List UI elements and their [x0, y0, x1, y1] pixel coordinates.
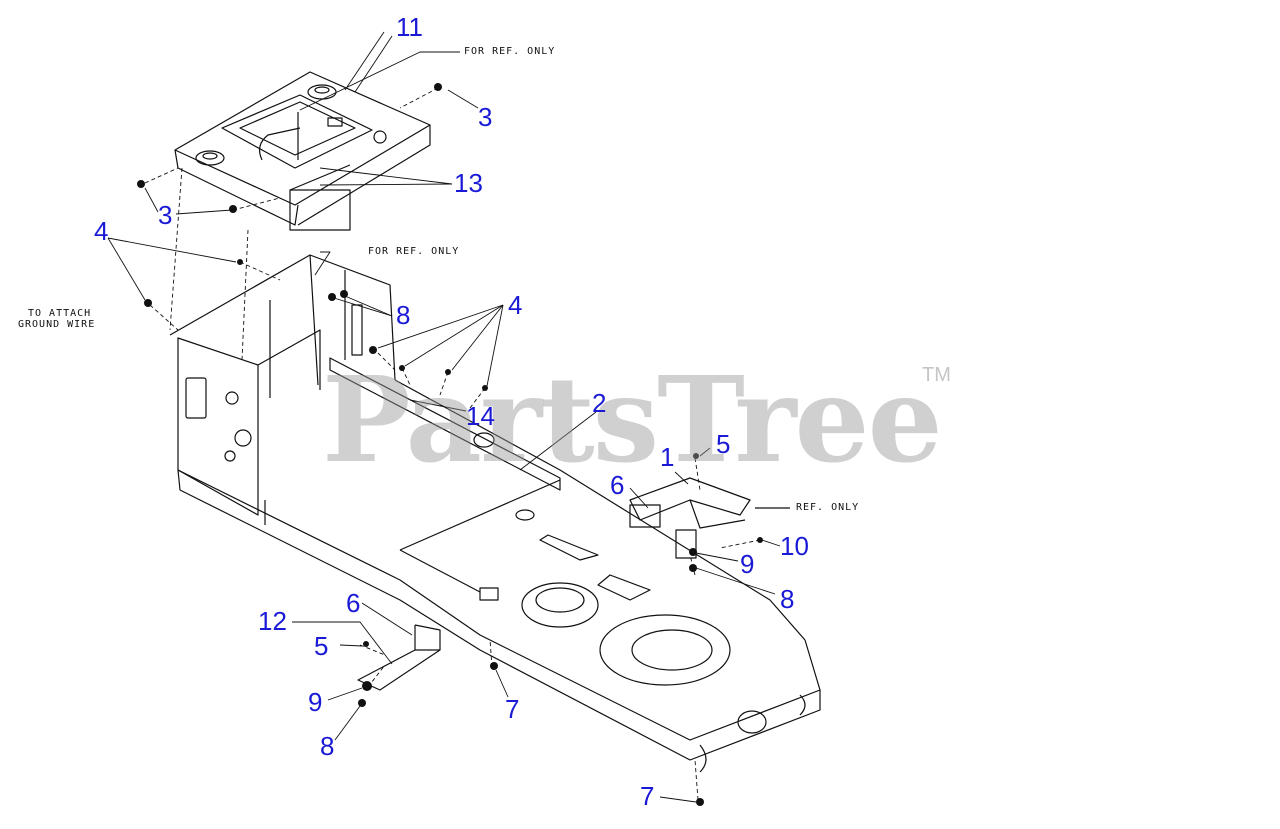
callout-part-7-bottom[interactable]: 7 [640, 781, 655, 811]
callout-part-14[interactable]: 14 [466, 401, 495, 431]
for-ref-only-note-middle: FOR REF. ONLY [368, 246, 460, 257]
watermark-trademark: TM [922, 364, 951, 386]
callout-part-5-lower[interactable]: 5 [314, 631, 329, 661]
callout-part-6-lower[interactable]: 6 [346, 588, 361, 618]
frame-side-plate-drawing [169, 254, 396, 516]
bracket-part-12-drawing [357, 624, 441, 691]
callout-part-2[interactable]: 2 [592, 388, 607, 418]
callout-part-1[interactable]: 1 [660, 442, 675, 472]
ground-wire-note-line1: TO ATTACH [28, 308, 92, 319]
for-ref-only-note-top: FOR REF. ONLY [464, 46, 556, 57]
callout-part-5-right[interactable]: 5 [716, 429, 731, 459]
frame-deck-drawing [177, 357, 821, 773]
callout-part-9-right[interactable]: 9 [740, 549, 755, 579]
ground-wire-note-line2: GROUND WIRE [18, 319, 96, 330]
seat-pan-drawing [174, 71, 431, 231]
callout-part-9-lower[interactable]: 9 [308, 687, 323, 717]
partstree-watermark: PartsTree [322, 350, 943, 489]
callout-part-13[interactable]: 13 [454, 168, 483, 198]
callout-part-11[interactable]: 11 [396, 12, 423, 42]
ref-only-note: REF. ONLY [796, 502, 860, 513]
callout-part-6-right[interactable]: 6 [610, 470, 625, 500]
callout-part-4-right[interactable]: 4 [508, 290, 523, 320]
callout-part-10[interactable]: 10 [780, 531, 809, 561]
callout-part-7-middle[interactable]: 7 [505, 694, 520, 724]
callout-part-8-upper[interactable]: 8 [396, 300, 411, 330]
callout-part-3-left[interactable]: 3 [158, 200, 173, 230]
callout-part-12[interactable]: 12 [258, 606, 287, 636]
bracket-part-1-drawing [629, 477, 790, 559]
callout-part-8-lower[interactable]: 8 [320, 731, 335, 761]
callout-part-4-left[interactable]: 4 [94, 216, 109, 246]
callout-part-3-top[interactable]: 3 [478, 102, 493, 132]
callout-part-8-right[interactable]: 8 [780, 584, 795, 614]
